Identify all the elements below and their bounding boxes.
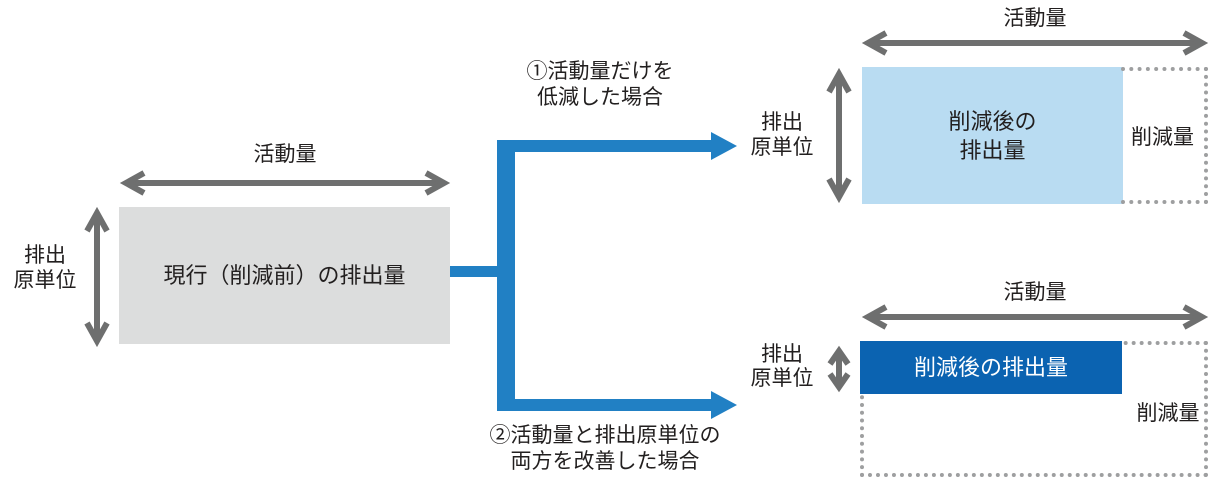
case1-branch-label: ①活動量だけを 低減した場合: [526, 60, 674, 109]
case2-emission-box: 削減後の排出量: [860, 341, 1122, 394]
before-activity-double-arrow-icon: [119, 170, 451, 196]
case2-reduction-label: 削減量: [1136, 402, 1200, 425]
before-emission-box: 現行（削減前）の排出量: [119, 207, 450, 344]
case2-activity-double-arrow-icon: [861, 304, 1209, 330]
case1-reduction-dotted-box: 削減量: [1121, 67, 1208, 204]
case1-branch-arrowhead-icon: [711, 132, 737, 160]
case2-intensity-double-arrow-icon: [827, 345, 851, 393]
case1-activity-double-arrow-icon: [861, 30, 1209, 56]
before-intensity-label: 排出 原単位: [13, 244, 77, 292]
case1-emission-box: 削減後の 排出量: [862, 67, 1123, 204]
case1-intensity-double-arrow-icon: [826, 67, 852, 204]
before-activity-label: 活動量: [253, 143, 317, 166]
case2-branch-arrow-shaft: [515, 399, 711, 411]
case2-activity-label: 活動量: [1003, 281, 1067, 304]
before-emission-box-label: 現行（削減前）の排出量: [163, 263, 406, 288]
before-intensity-double-arrow-icon: [84, 206, 110, 348]
case1-reduction-label: 削減量: [1131, 125, 1194, 149]
case1-activity-label: 活動量: [1003, 7, 1067, 30]
connector-trunk-line: [450, 266, 497, 277]
case1-intensity-label: 排出 原単位: [750, 111, 814, 159]
connector-vertical-line: [497, 140, 515, 411]
case2-intensity-label: 排出 原単位: [750, 343, 814, 390]
case2-branch-label: ②活動量と排出原単位の 両方を改善した場合: [489, 424, 721, 473]
case1-branch-arrow-shaft: [515, 140, 711, 152]
case2-branch-arrowhead-icon: [711, 391, 737, 419]
